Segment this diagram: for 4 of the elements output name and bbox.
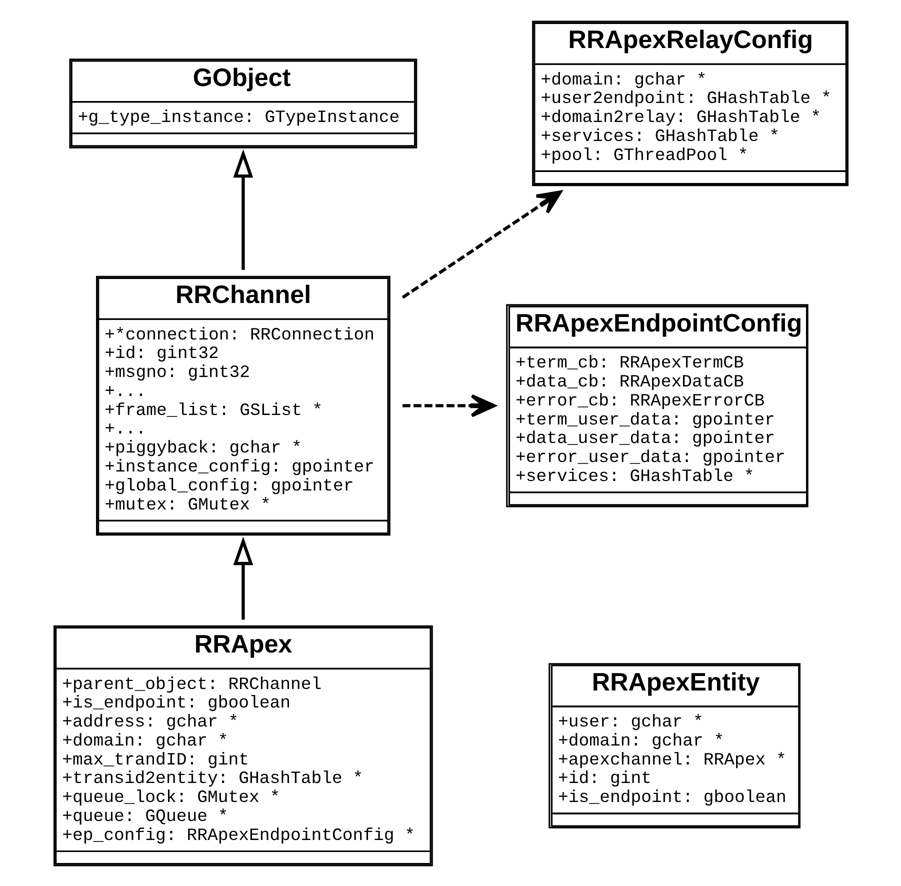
arrow [402,394,496,417]
arrow [232,536,253,620]
arrow [232,148,253,270]
arrow [401,190,562,298]
